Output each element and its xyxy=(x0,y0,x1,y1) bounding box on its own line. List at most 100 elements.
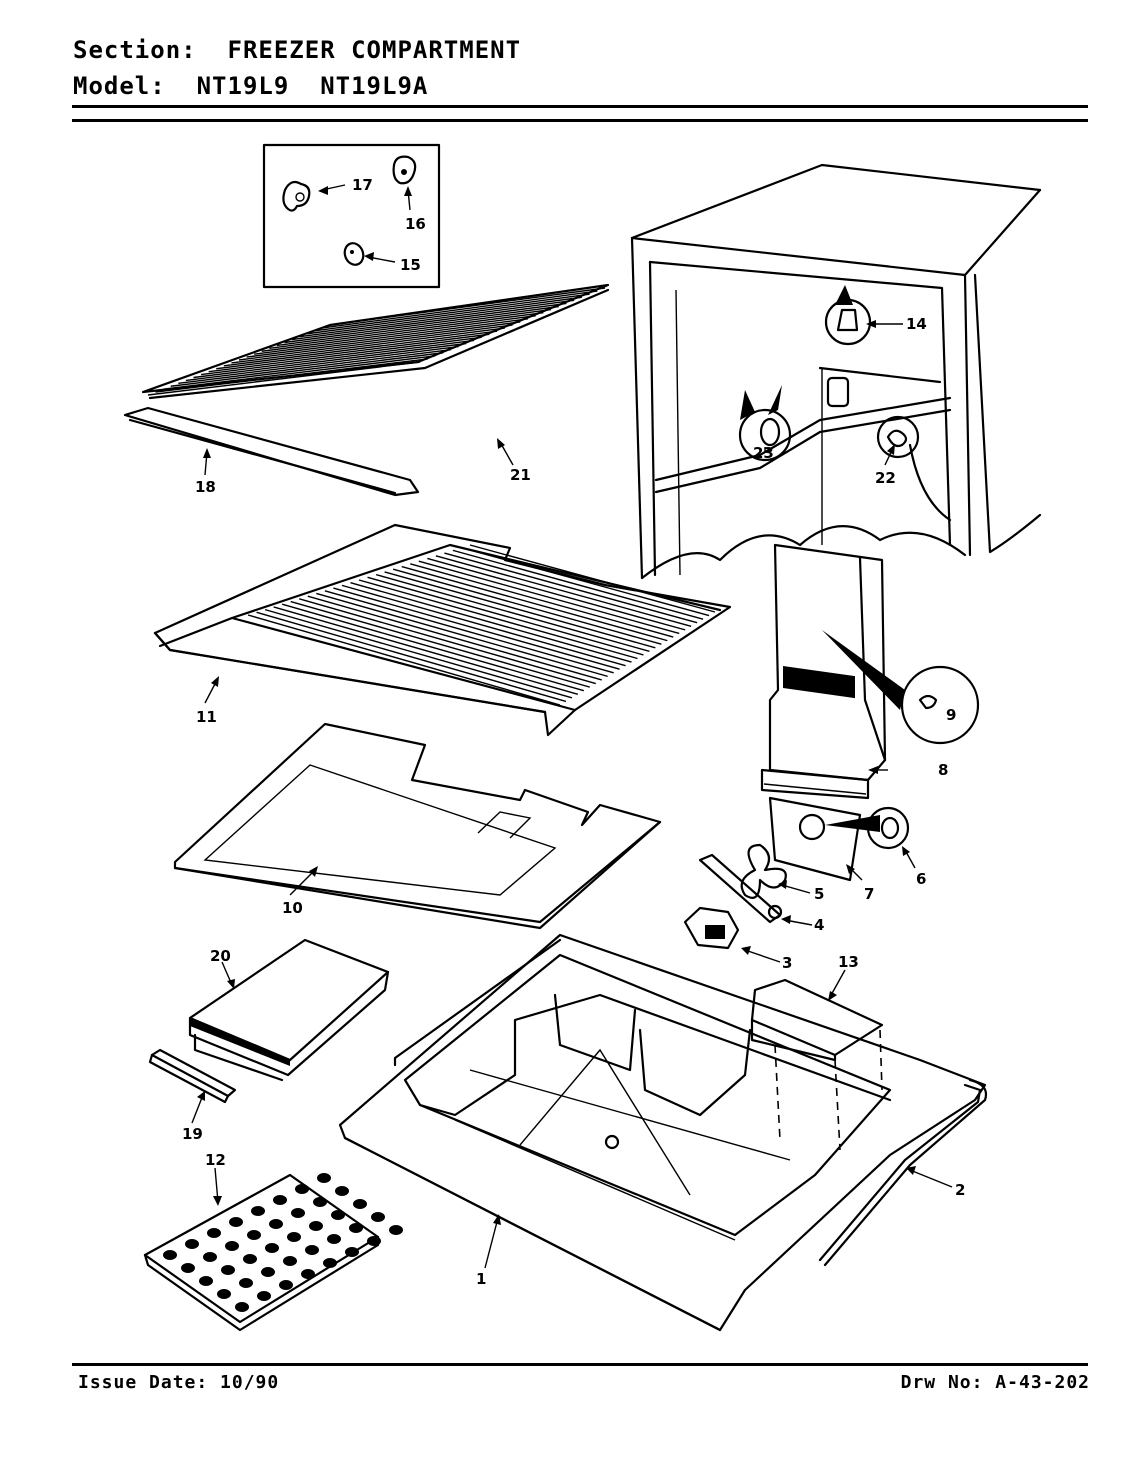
callout-7: 7 xyxy=(864,885,874,903)
part-2-gasket xyxy=(393,938,988,1267)
part-12-ice-tray xyxy=(143,1173,403,1332)
cover-rib xyxy=(333,587,620,670)
tray-cell xyxy=(235,1302,249,1312)
shelf-wire xyxy=(299,299,575,338)
callout-15: 15 xyxy=(400,256,421,274)
callout-19: 19 xyxy=(182,1125,203,1143)
part-17-clip xyxy=(282,180,311,212)
freezer-cabinet xyxy=(630,163,1042,580)
callout-13: 13 xyxy=(838,953,859,971)
callout-21: 21 xyxy=(510,466,531,484)
shelf-wire xyxy=(322,290,598,329)
shelf-wire xyxy=(238,324,513,361)
shelf-wire xyxy=(185,345,459,382)
header-rule-top xyxy=(72,105,1088,108)
shelf-wire xyxy=(170,352,444,387)
part-16-knob xyxy=(392,155,417,185)
cover-rib xyxy=(469,544,716,613)
tray-cell xyxy=(327,1234,341,1244)
cover-rib xyxy=(256,611,567,703)
tray-cell xyxy=(287,1232,301,1242)
callout-10: 10 xyxy=(282,899,303,917)
part-13-tray xyxy=(750,978,884,1151)
tray-cell xyxy=(261,1267,275,1277)
cover-rib xyxy=(418,560,680,635)
cover-rib xyxy=(461,547,710,617)
tray-cell xyxy=(331,1210,345,1220)
shelf-wire xyxy=(291,302,567,341)
callout-17: 17 xyxy=(352,176,373,194)
tray-cell xyxy=(181,1263,195,1273)
tray-cell xyxy=(269,1219,283,1229)
cover-rib xyxy=(401,565,668,642)
cover-rib xyxy=(247,614,561,706)
callout-4: 4 xyxy=(814,916,824,934)
shelf-wire xyxy=(254,318,529,355)
tray-cell xyxy=(305,1245,319,1255)
part-14-thermostat-knob xyxy=(824,285,872,346)
part-6-grommet xyxy=(866,806,910,850)
part-22-switch xyxy=(876,415,920,459)
part-3-fan-motor xyxy=(683,906,740,950)
cover-rib xyxy=(452,549,704,620)
callout-11: 11 xyxy=(196,708,217,726)
tray-cell xyxy=(345,1247,359,1257)
cover-rib xyxy=(324,590,614,674)
cover-rib xyxy=(410,563,674,638)
cover-rib xyxy=(290,600,591,688)
shelf-wire xyxy=(276,308,552,347)
cover-rib xyxy=(427,557,686,631)
light-bulb-housing xyxy=(826,376,850,408)
part-20-ice-bin xyxy=(188,938,390,1082)
callout-14: 14 xyxy=(906,315,927,333)
part-9-screw xyxy=(822,630,980,745)
drawing-number: Drw No: A-43-202 xyxy=(900,1372,1090,1393)
cover-rib xyxy=(367,576,644,656)
part-1-freezer-liner xyxy=(338,933,987,1332)
callout-1: 1 xyxy=(476,1270,486,1288)
tray-cell xyxy=(371,1212,385,1222)
shelf-wire xyxy=(208,336,482,373)
shelf-wire xyxy=(193,342,467,379)
cover-rib xyxy=(316,592,608,678)
shelf-wire xyxy=(269,311,544,350)
shelf-wire xyxy=(231,327,505,364)
tray-cell xyxy=(247,1230,261,1240)
callout-5: 5 xyxy=(814,885,824,903)
tray-cell xyxy=(283,1256,297,1266)
callout-2: 2 xyxy=(955,1181,965,1199)
tray-cell xyxy=(353,1199,367,1209)
callout-18: 18 xyxy=(195,478,216,496)
tray-cell xyxy=(335,1186,349,1196)
insulation-panel xyxy=(173,722,662,930)
tray-cell xyxy=(199,1276,213,1286)
cover-rib xyxy=(264,608,573,699)
fan-bracket xyxy=(768,796,880,882)
shelf-wire xyxy=(284,305,559,344)
tray-cell xyxy=(317,1173,331,1183)
callout-20: 20 xyxy=(210,947,231,965)
tray-cell xyxy=(279,1280,293,1290)
part-15-disk xyxy=(343,242,365,266)
cover-rib xyxy=(435,555,692,627)
part-23-light-socket xyxy=(738,385,792,462)
shelf-wire xyxy=(246,321,521,358)
section-heading: Section: FREEZER COMPARTMENT xyxy=(73,36,521,64)
cover-rib xyxy=(273,606,579,695)
issue-date: Issue Date: 10/90 xyxy=(78,1372,280,1393)
tray-cell xyxy=(349,1223,363,1233)
callout-3: 3 xyxy=(782,954,792,972)
tray-cell xyxy=(273,1195,287,1205)
tray-cell xyxy=(229,1217,243,1227)
tray-cell xyxy=(295,1184,309,1194)
tray-cell xyxy=(291,1208,305,1218)
tray-cell xyxy=(389,1225,403,1235)
tray-cell xyxy=(185,1239,199,1249)
section-value: FREEZER COMPARTMENT xyxy=(227,36,522,64)
shelf-wire xyxy=(223,330,498,367)
header-rule-bottom xyxy=(72,119,1088,122)
cover-rib xyxy=(350,582,632,663)
callout-12: 12 xyxy=(205,1151,226,1169)
cover-rib xyxy=(299,598,596,685)
